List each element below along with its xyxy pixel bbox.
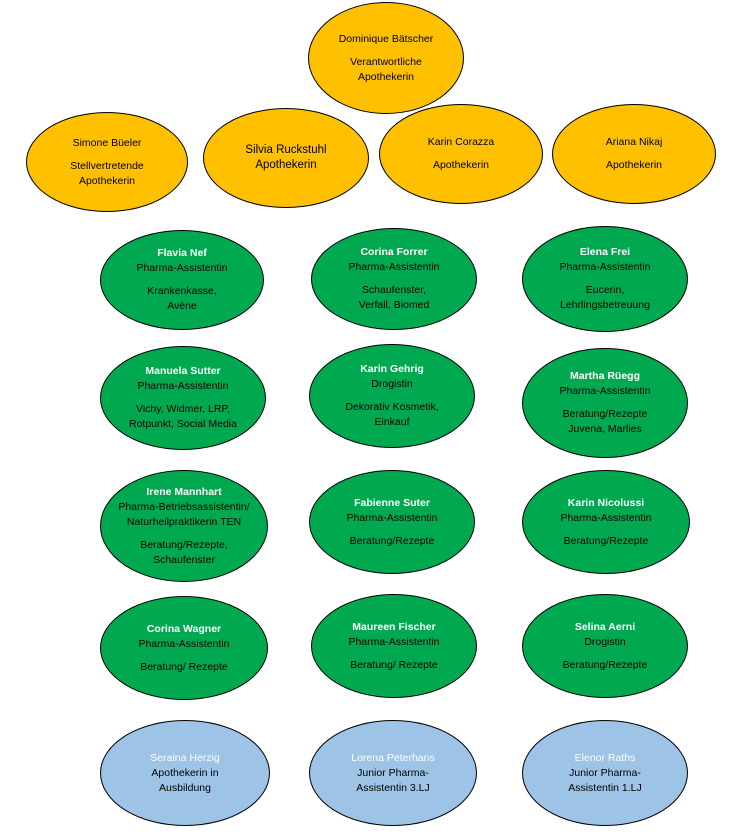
- role-line: Pharma-Assistentin: [560, 511, 652, 524]
- task-line: Beratung/Rezepte: [562, 658, 648, 671]
- task-line: Krankenkasse,: [147, 285, 217, 297]
- node-baetscher: Dominique Bätscher Verantwortliche Apoth…: [308, 2, 464, 114]
- node-sutter: Manuela Sutter Pharma-Assistentin Vichy,…: [100, 346, 266, 450]
- task-line: Schaufenster,: [361, 284, 427, 296]
- role-line: Junior Pharma-: [357, 766, 429, 779]
- task-line: Avène: [167, 300, 197, 312]
- person-name: Karin Nicolussi: [567, 496, 645, 509]
- role-line: Pharma-Assistentin: [559, 261, 651, 273]
- role-line: Pharma-Assistentin: [348, 261, 440, 273]
- person-name: Karin Gehrig: [360, 363, 424, 375]
- node-corazza: Karin Corazza Apothekerin: [379, 104, 543, 204]
- role-line: Assistentin 1.LJ: [568, 781, 642, 794]
- role-line: Pharma-Assistentin: [137, 380, 229, 392]
- person-name: Karin Corazza: [427, 136, 495, 148]
- person-name: Elenor Raths: [574, 751, 636, 764]
- node-peterhans: Lorena Peterhans Junior Pharma- Assisten…: [309, 720, 477, 826]
- node-gehrig: Karin Gehrig Drogistin Dekorativ Kosmeti…: [309, 344, 475, 448]
- node-aerni: Selina Aerni Drogistin Beratung/Rezepte: [522, 594, 688, 698]
- person-name: Flavia Nef: [157, 247, 207, 259]
- task-line: Rotpunkt, Social Media: [129, 418, 237, 430]
- role-line: Pharma-Assistentin: [348, 635, 440, 648]
- role-line: Pharma-Assistentin: [138, 637, 230, 650]
- person-name: Elena Frei: [579, 246, 631, 258]
- task-line: Beratung/Rezepte: [563, 534, 649, 547]
- node-rueegg: Martha Rüegg Pharma-Assistentin Beratung…: [522, 348, 688, 458]
- task-line: Dekorativ Kosmetik,: [345, 401, 439, 413]
- role-line: Apothekerin in: [151, 766, 219, 779]
- role-line: Pharma-Assistentin: [346, 511, 438, 524]
- person-name: Simone Büeler: [72, 136, 142, 149]
- task-line: Schaufenster: [153, 553, 215, 566]
- role-line: Apothekerin: [357, 70, 415, 83]
- node-raths: Elenor Raths Junior Pharma- Assistentin …: [522, 720, 688, 826]
- person-name: Seraina Herzig: [150, 751, 220, 764]
- task-line: Verfall, Biomed: [358, 299, 430, 311]
- role-line: Assistentin 3.LJ: [356, 781, 430, 794]
- role-line: Verantwortliche: [350, 55, 422, 68]
- role-line: Drogistin: [584, 635, 626, 648]
- person-name: Maureen Fischer: [352, 620, 436, 633]
- task-line: Einkauf: [374, 416, 410, 428]
- role-line: Apothekerin: [432, 159, 490, 171]
- person-name: Manuela Sutter: [145, 365, 221, 377]
- role-line: Ausbildung: [159, 781, 211, 794]
- role-line: Apothekerin: [78, 174, 136, 187]
- person-name: Corina Wagner: [146, 622, 222, 635]
- role-line: Pharma-Assistentin: [559, 385, 651, 397]
- node-nef: Flavia Nef Pharma-Assistentin Krankenkas…: [100, 230, 264, 330]
- role-line: Drogistin: [371, 378, 413, 390]
- role-line: Pharma-Assistentin: [136, 262, 228, 274]
- task-line: Eucerin,: [585, 284, 625, 296]
- task-line: Beratung/ Rezepte: [140, 660, 228, 673]
- role-line: Stellvertretende: [70, 159, 144, 172]
- node-nikaj: Ariana Nikaj Apothekerin: [552, 104, 716, 204]
- node-mannhart: Irene Mannhart Pharma-Betriebsassistenti…: [100, 470, 268, 582]
- person-name: Lorena Peterhans: [351, 751, 435, 764]
- node-forrer: Corina Forrer Pharma-Assistentin Schaufe…: [311, 228, 477, 330]
- person-name: Silvia Ruckstuhl: [245, 144, 327, 156]
- node-suter: Fabienne Suter Pharma-Assistentin Beratu…: [309, 470, 475, 574]
- task-line: Beratung/ Rezepte: [350, 658, 438, 671]
- person-name: Irene Mannhart: [146, 485, 222, 498]
- node-frei: Elena Frei Pharma-Assistentin Eucerin, L…: [522, 226, 688, 332]
- task-line: Beratung/Rezepte: [349, 534, 435, 547]
- node-wagner: Corina Wagner Pharma-Assistentin Beratun…: [100, 596, 268, 700]
- task-line: Juvena, Marlies: [568, 423, 642, 435]
- role-line: Pharma-Betriebsassistentin/: [118, 500, 250, 513]
- role-line: Apothekerin: [255, 159, 317, 171]
- person-name: Martha Rüegg: [569, 370, 640, 382]
- person-name: Dominique Bätscher: [338, 32, 434, 45]
- role-line: Naturheilpraktikerin TEN: [126, 515, 242, 528]
- role-line: Junior Pharma-: [569, 766, 641, 779]
- role-line: Apothekerin: [605, 159, 663, 171]
- person-name: Fabienne Suter: [354, 496, 430, 509]
- task-line: Beratung/Rezepte: [562, 408, 648, 420]
- person-name: Ariana Nikaj: [605, 136, 663, 148]
- task-line: Lehrlingsbetreuung: [560, 299, 650, 311]
- node-fischer: Maureen Fischer Pharma-Assistentin Berat…: [311, 594, 477, 698]
- person-name: Corina Forrer: [360, 246, 428, 258]
- node-bueeler: Simone Büeler Stellvertretende Apotheker…: [26, 112, 188, 212]
- node-herzig: Seraina Herzig Apothekerin in Ausbildung: [100, 720, 270, 826]
- node-ruckstuhl: Silvia Ruckstuhl Apothekerin: [203, 108, 369, 208]
- node-nicolussi: Karin Nicolussi Pharma-Assistentin Berat…: [522, 470, 690, 574]
- task-line: Beratung/Rezepte,: [140, 538, 228, 551]
- task-line: Vichy, Widmer, LRP,: [136, 403, 230, 415]
- person-name: Selina Aerni: [574, 620, 636, 633]
